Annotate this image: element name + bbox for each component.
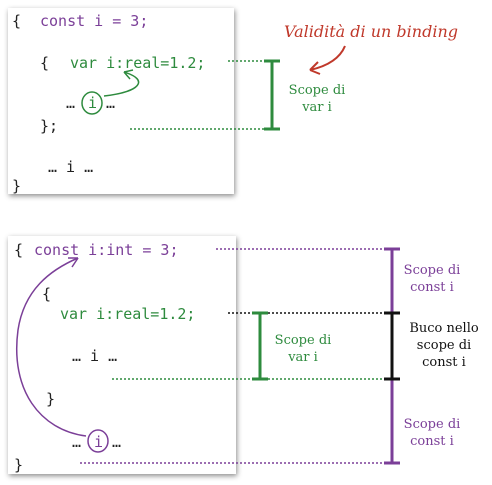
bottom-code-panel: [8, 236, 236, 474]
title-arrow: [309, 45, 346, 71]
top-use-var: i: [88, 94, 98, 112]
bottom-binding-arrow: [16, 257, 87, 437]
bottom-line1-brace: {: [14, 241, 24, 259]
bottom-close-outer: }: [14, 456, 24, 474]
top-const-decl: const i = 3;: [40, 12, 149, 30]
scope-const-bottom-label: Scope di const i: [403, 417, 461, 449]
bottom-use-circle: [87, 429, 109, 453]
bottom-use-var: i: [94, 433, 104, 451]
top-use-circle: [81, 91, 103, 115]
bottom-use-post: …: [112, 433, 122, 451]
top-use-pre: …: [66, 94, 76, 112]
top-var-decl: var i:real=1.2;: [70, 54, 206, 72]
top-outer-use: … i …: [48, 158, 94, 176]
bottom-scope-var-label: Scope di var i: [274, 333, 332, 365]
title-arrowhead: [309, 61, 321, 75]
bottom-const-decl: const i:int = 3;: [34, 241, 179, 259]
bottom-close-inner: }: [46, 390, 56, 408]
top-use-post: …: [106, 94, 116, 112]
top-close-inner: };: [40, 117, 59, 135]
top-line2-brace: {: [40, 54, 50, 72]
bottom-binding-arrowhead: [68, 257, 79, 268]
top-close-outer: }: [12, 177, 22, 195]
scope-const-top-label: Scope di const i: [403, 263, 461, 295]
diagram-title: Validità di un binding: [284, 22, 458, 41]
bottom-inner-use: … i …: [72, 347, 118, 365]
top-line1-brace: {: [12, 12, 22, 30]
bottom-line2-brace: {: [42, 285, 52, 303]
bottom-var-decl: var i:real=1.2;: [60, 305, 196, 323]
top-binding-arrow: [103, 71, 140, 97]
top-binding-arrowhead: [123, 69, 134, 80]
top-code-panel: [8, 8, 234, 194]
bottom-use-pre: …: [72, 433, 82, 451]
top-scope-var-label: Scope di var i: [288, 83, 346, 115]
scope-hole-label: Buco nello scope di const i: [409, 321, 479, 370]
